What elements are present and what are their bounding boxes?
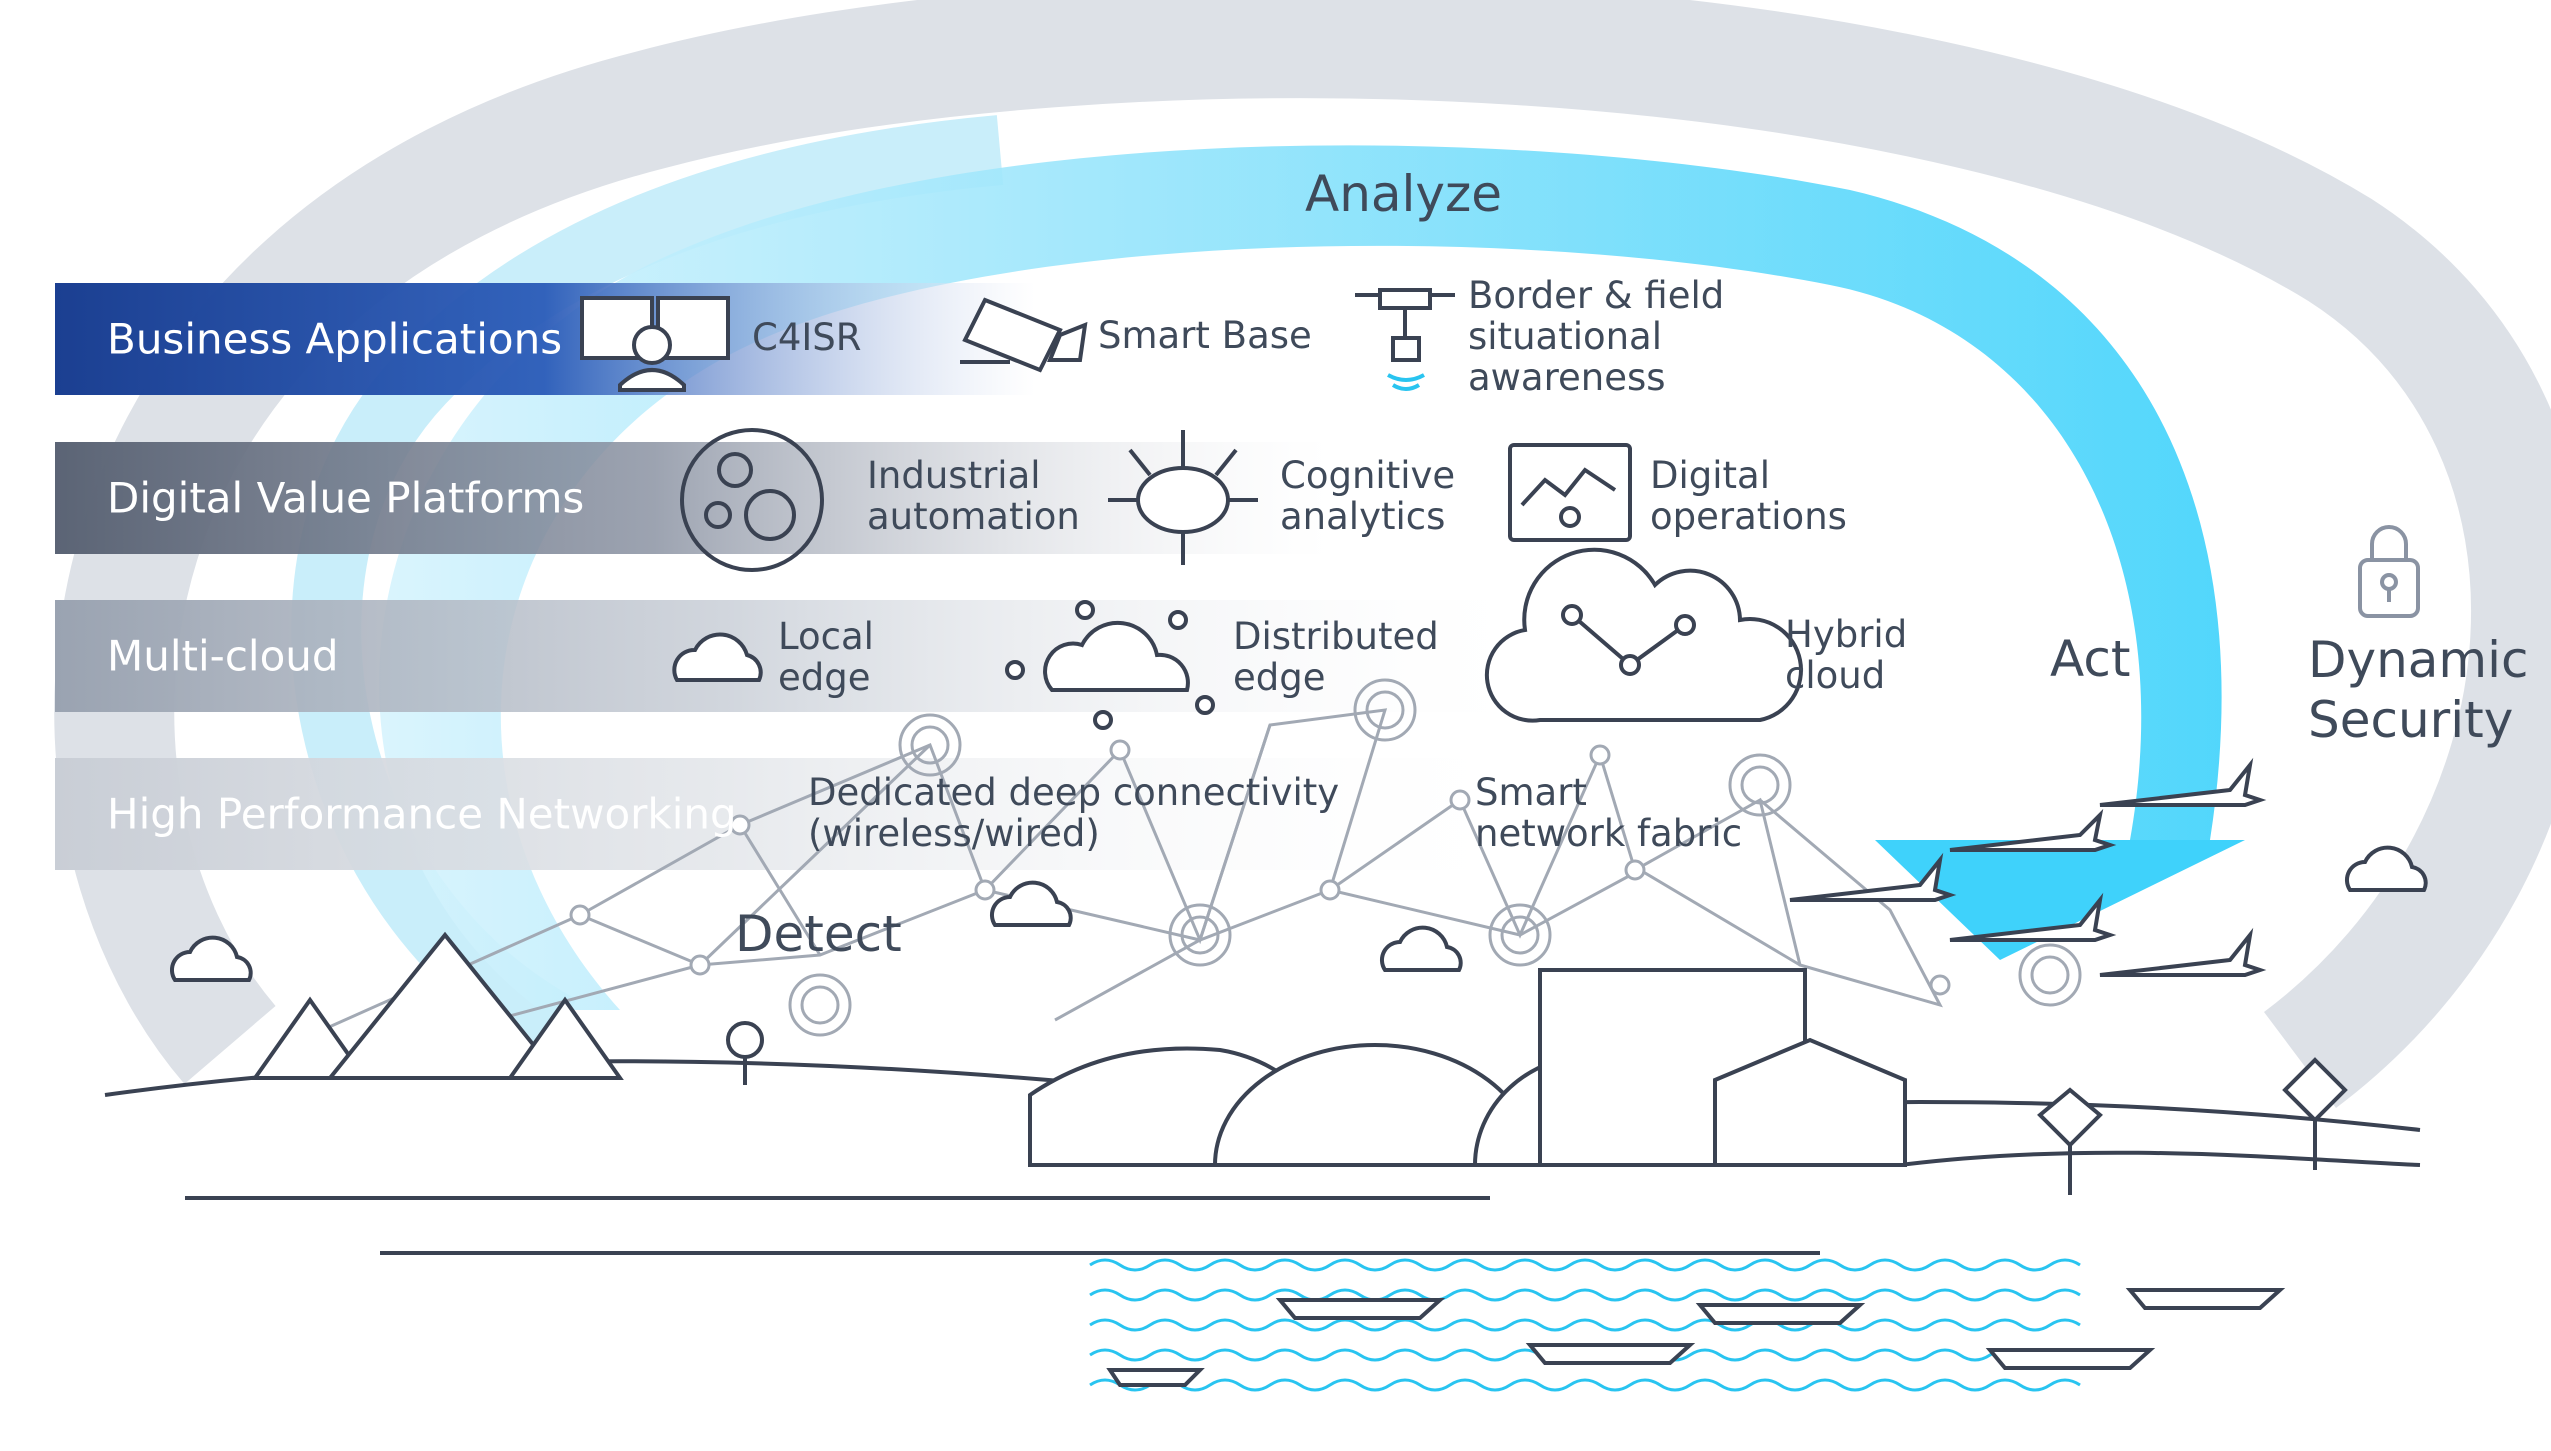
layer-multi-cloud: Multi-cloud xyxy=(55,600,755,712)
label-border-line2: situational xyxy=(1468,315,1663,358)
label-dynamic-security-line1: Dynamic xyxy=(2308,631,2529,689)
label-act: Act xyxy=(2050,630,2131,688)
label-industrial-automation: Industrial automation xyxy=(867,455,1080,537)
layer-digital-value-platforms: Digital Value Platforms xyxy=(55,442,755,554)
label-dedicated-connectivity: Dedicated deep connectivity (wireless/wi… xyxy=(808,772,1339,854)
lock-icon xyxy=(2358,525,2420,618)
label-distributed-line2: edge xyxy=(1233,656,1326,699)
tents xyxy=(251,931,624,1080)
cycle-arrow-head xyxy=(1875,840,2245,960)
label-border-field: Border & field situational awareness xyxy=(1468,275,1724,398)
label-cognitive-analytics: Cognitive analytics xyxy=(1280,455,1455,537)
radio-tower-rings xyxy=(788,678,2082,1037)
trees xyxy=(726,1021,2348,1195)
label-dedicated-line2: (wireless/wired) xyxy=(808,812,1100,855)
layer-title: Digital Value Platforms xyxy=(107,473,585,523)
label-hybrid-line1: Hybrid xyxy=(1785,613,1908,656)
label-smart-network-fabric: Smart network fabric xyxy=(1475,772,1742,854)
label-border-line3: awareness xyxy=(1468,356,1666,399)
label-border-line1: Border & field xyxy=(1468,274,1725,317)
label-local-line1: Local xyxy=(778,615,874,658)
local-edge-cloud-icon xyxy=(672,632,763,682)
label-distributed-line1: Distributed xyxy=(1233,615,1439,658)
jets xyxy=(1789,757,2267,977)
label-industrial-line2: automation xyxy=(867,495,1080,538)
label-local-edge: Local edge xyxy=(778,616,874,698)
layer-title: High Performance Networking xyxy=(107,789,737,839)
label-smart-base: Smart Base xyxy=(1098,314,1312,357)
label-distributed-edge: Distributed edge xyxy=(1233,616,1439,698)
cognitive-brain-icon xyxy=(1108,430,1258,565)
decorative-clouds xyxy=(169,845,2428,982)
layer-band-2 xyxy=(55,600,1555,712)
label-dynamic-security-line2: Security xyxy=(2308,691,2514,749)
layer-band-0 xyxy=(55,283,1455,395)
label-digital-line1: Digital xyxy=(1650,454,1770,497)
ships xyxy=(1106,1288,2286,1387)
layer-business-applications: Business Applications xyxy=(55,283,755,395)
label-dynamic-security: Dynamic Security xyxy=(2308,630,2529,750)
label-hybrid-cloud: Hybrid cloud xyxy=(1785,614,1907,696)
drone-icon xyxy=(1355,288,1455,391)
hangars xyxy=(1028,968,1907,1167)
label-industrial-line1: Industrial xyxy=(867,454,1041,497)
label-analyze: Analyze xyxy=(1305,165,1503,223)
label-digital-operations: Digital operations xyxy=(1650,455,1847,537)
digital-operations-monitor-icon xyxy=(1508,443,1632,542)
layer-band-3 xyxy=(55,758,1555,870)
layer-title: Business Applications xyxy=(107,314,563,364)
layer-band-1 xyxy=(55,442,1555,554)
layer-high-performance-networking: High Performance Networking xyxy=(55,758,755,870)
hybrid-cloud-icon xyxy=(1484,547,1803,723)
water-waves xyxy=(1089,1258,2081,1392)
label-smart-line1: Smart xyxy=(1475,771,1587,814)
label-detect: Detect xyxy=(735,905,902,963)
label-smart-line2: network fabric xyxy=(1475,812,1743,855)
label-digital-line2: operations xyxy=(1650,495,1847,538)
distributed-edge-cloud-icon xyxy=(1005,600,1215,730)
label-c4isr: C4ISR xyxy=(752,316,862,359)
label-hybrid-line2: cloud xyxy=(1785,654,1886,697)
layer-title: Multi-cloud xyxy=(107,631,339,681)
c4isr-icon xyxy=(580,296,730,392)
label-cognitive-line1: Cognitive xyxy=(1280,454,1456,497)
label-local-line2: edge xyxy=(778,656,871,699)
network-nodes xyxy=(569,739,1951,996)
label-dedicated-line1: Dedicated deep connectivity xyxy=(808,771,1340,814)
industrial-gears-icon xyxy=(680,428,824,572)
smart-base-camera-icon xyxy=(960,297,1088,373)
label-cognitive-line2: analytics xyxy=(1280,495,1446,538)
